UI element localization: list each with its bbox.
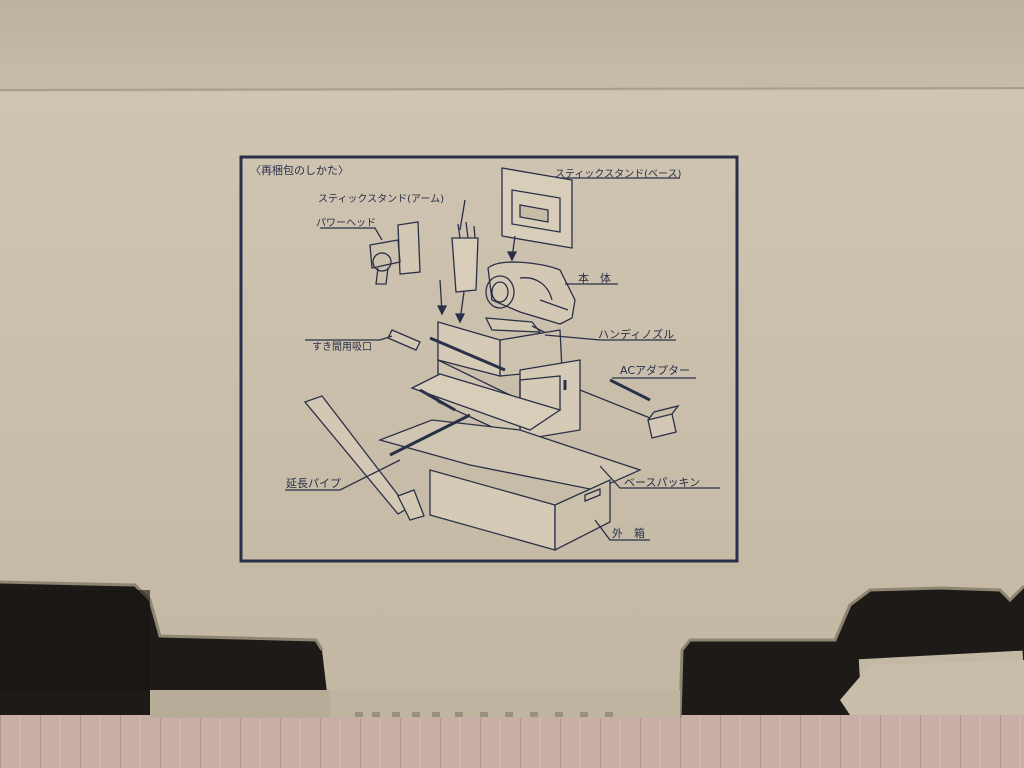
power-head-illustration [369,221,421,285]
label-handy-nozzle: ハンディノズル [598,327,674,341]
main-body-illustration [485,261,576,325]
floor [0,715,1024,768]
stand-arm-illustration [451,221,479,293]
crevice-nozzle-illustration [387,329,421,351]
label-ac-adapter: ACアダプター [620,363,690,377]
label-extension-pipe: 延長パイプ [286,477,341,490]
stand-base-illustration [501,167,573,249]
label-outer-box: 外 箱 [612,526,645,540]
label-crevice-nozzle: すき間用吸口 [312,341,372,353]
outer-box-illustration [377,373,642,552]
faint-flap-print [355,712,613,717]
label-base-packing: ベースパッキン [624,476,700,489]
label-power-head: パワーヘッド [316,217,376,229]
ac-adapter-illustration [647,404,680,439]
assembly-arrows [389,336,651,457]
label-main-body: 本 体 [578,271,611,285]
diagram-title: 〈再梱包のしかた〉 [250,163,349,177]
repacking-illustration [285,167,720,552]
label-stand-arm: スティックスタンド(アーム) [318,193,444,205]
label-stand-base: スティックスタンド(ベース) [555,168,682,180]
diagram-frame [239,155,739,563]
top-flap [0,0,1024,92]
